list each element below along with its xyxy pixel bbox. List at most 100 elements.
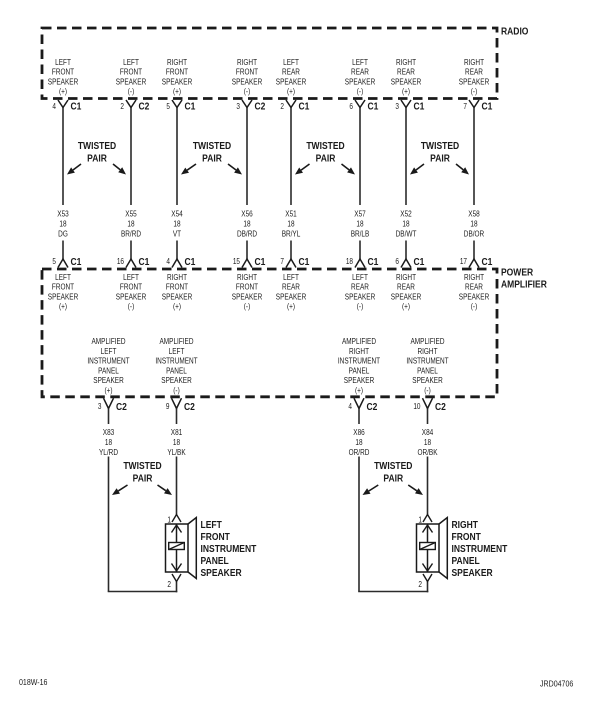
svg-text:18: 18 — [105, 437, 112, 447]
svg-text:1: 1 — [418, 515, 422, 525]
svg-text:PANEL: PANEL — [166, 365, 187, 375]
svg-text:SPEAKER: SPEAKER — [48, 291, 79, 301]
svg-text:TWISTED: TWISTED — [193, 140, 232, 151]
svg-text:POWER: POWER — [501, 267, 534, 278]
svg-text:C1: C1 — [482, 256, 493, 267]
svg-text:AMPLIFIED: AMPLIFIED — [410, 336, 444, 346]
svg-text:C1: C1 — [482, 101, 493, 112]
svg-text:AMPLIFIED: AMPLIFIED — [91, 336, 125, 346]
svg-text:16: 16 — [117, 256, 124, 266]
svg-text:C1: C1 — [414, 101, 425, 112]
svg-text:LEFT: LEFT — [283, 272, 299, 282]
svg-text:DG: DG — [58, 229, 68, 239]
svg-text:(-): (-) — [471, 86, 478, 96]
svg-text:RIGHT: RIGHT — [237, 57, 257, 67]
svg-text:RADIO: RADIO — [501, 26, 528, 37]
svg-text:TWISTED: TWISTED — [374, 460, 413, 471]
svg-text:3: 3 — [236, 101, 240, 111]
svg-text:SPEAKER: SPEAKER — [345, 291, 376, 301]
svg-text:C1: C1 — [368, 256, 379, 267]
svg-text:INSTRUMENT: INSTRUMENT — [201, 543, 257, 554]
svg-text:18: 18 — [346, 256, 353, 266]
svg-text:BR/YL: BR/YL — [282, 229, 301, 239]
svg-text:X52: X52 — [400, 209, 411, 219]
svg-text:(-): (-) — [173, 385, 180, 395]
svg-text:FRONT: FRONT — [120, 282, 142, 292]
svg-text:SPEAKER: SPEAKER — [391, 291, 422, 301]
svg-text:FRONT: FRONT — [236, 67, 258, 77]
svg-text:1: 1 — [167, 515, 171, 525]
svg-text:AMPLIFIED: AMPLIFIED — [342, 336, 376, 346]
svg-text:C1: C1 — [368, 101, 379, 112]
svg-text:OR/BK: OR/BK — [417, 447, 437, 457]
svg-text:(+): (+) — [402, 86, 410, 96]
svg-text:(+): (+) — [104, 385, 112, 395]
svg-text:6: 6 — [395, 256, 399, 266]
svg-text:X58: X58 — [468, 209, 479, 219]
svg-text:TWISTED: TWISTED — [421, 140, 460, 151]
svg-text:2: 2 — [418, 579, 422, 589]
svg-text:RIGHT: RIGHT — [464, 272, 484, 282]
svg-text:9: 9 — [166, 401, 170, 411]
svg-text:INSTRUMENT: INSTRUMENT — [338, 356, 381, 366]
svg-text:18: 18 — [356, 219, 363, 229]
svg-text:17: 17 — [460, 256, 467, 266]
svg-text:SPEAKER: SPEAKER — [161, 375, 192, 385]
svg-text:(-): (-) — [357, 301, 364, 311]
svg-text:INSTRUMENT: INSTRUMENT — [406, 356, 449, 366]
svg-text:C1: C1 — [71, 101, 82, 112]
svg-text:YL/BK: YL/BK — [167, 447, 185, 457]
svg-text:TWISTED: TWISTED — [306, 140, 345, 151]
svg-text:FRONT: FRONT — [166, 282, 188, 292]
svg-text:018W-16: 018W-16 — [19, 677, 48, 687]
svg-text:PAIR: PAIR — [87, 153, 107, 164]
svg-text:INSTRUMENT: INSTRUMENT — [452, 543, 508, 554]
svg-text:(-): (-) — [128, 86, 135, 96]
svg-text:FRONT: FRONT — [52, 282, 74, 292]
svg-text:AMPLIFIED: AMPLIFIED — [159, 336, 193, 346]
svg-text:(-): (-) — [244, 86, 251, 96]
svg-text:2: 2 — [167, 579, 171, 589]
svg-text:(+): (+) — [173, 86, 181, 96]
svg-text:18: 18 — [287, 219, 294, 229]
svg-text:PANEL: PANEL — [349, 365, 370, 375]
svg-text:REAR: REAR — [465, 282, 483, 292]
svg-text:LEFT: LEFT — [352, 272, 368, 282]
svg-text:RIGHT: RIGHT — [417, 346, 437, 356]
svg-text:REAR: REAR — [282, 282, 300, 292]
svg-text:SPEAKER: SPEAKER — [276, 291, 307, 301]
svg-text:TWISTED: TWISTED — [123, 460, 162, 471]
svg-text:18: 18 — [402, 219, 409, 229]
svg-text:(-): (-) — [424, 385, 431, 395]
svg-text:(+): (+) — [173, 301, 181, 311]
svg-text:SPEAKER: SPEAKER — [345, 76, 376, 86]
svg-text:REAR: REAR — [397, 282, 415, 292]
svg-text:6: 6 — [349, 101, 353, 111]
svg-text:SPEAKER: SPEAKER — [276, 76, 307, 86]
svg-text:PAIR: PAIR — [430, 153, 450, 164]
svg-text:JRD04706: JRD04706 — [540, 679, 574, 689]
svg-text:RIGHT: RIGHT — [464, 57, 484, 67]
svg-text:10: 10 — [413, 401, 420, 411]
svg-text:5: 5 — [52, 256, 56, 266]
svg-text:(-): (-) — [244, 301, 251, 311]
svg-text:RIGHT: RIGHT — [167, 272, 187, 282]
svg-text:PAIR: PAIR — [316, 153, 336, 164]
svg-text:C1: C1 — [255, 256, 266, 267]
svg-text:7: 7 — [280, 256, 284, 266]
svg-text:(+): (+) — [287, 86, 295, 96]
svg-text:REAR: REAR — [397, 67, 415, 77]
svg-text:SPEAKER: SPEAKER — [459, 291, 490, 301]
svg-text:(+): (+) — [402, 301, 410, 311]
svg-text:SPEAKER: SPEAKER — [391, 76, 422, 86]
svg-text:X53: X53 — [57, 209, 68, 219]
svg-text:INSTRUMENT: INSTRUMENT — [155, 356, 198, 366]
svg-text:PANEL: PANEL — [452, 555, 481, 566]
svg-text:7: 7 — [463, 101, 467, 111]
svg-text:PANEL: PANEL — [201, 555, 230, 566]
svg-text:LEFT: LEFT — [169, 346, 185, 356]
svg-text:X51: X51 — [285, 209, 296, 219]
svg-text:(+): (+) — [287, 301, 295, 311]
svg-text:SPEAKER: SPEAKER — [162, 291, 193, 301]
svg-text:X84: X84 — [422, 427, 433, 437]
